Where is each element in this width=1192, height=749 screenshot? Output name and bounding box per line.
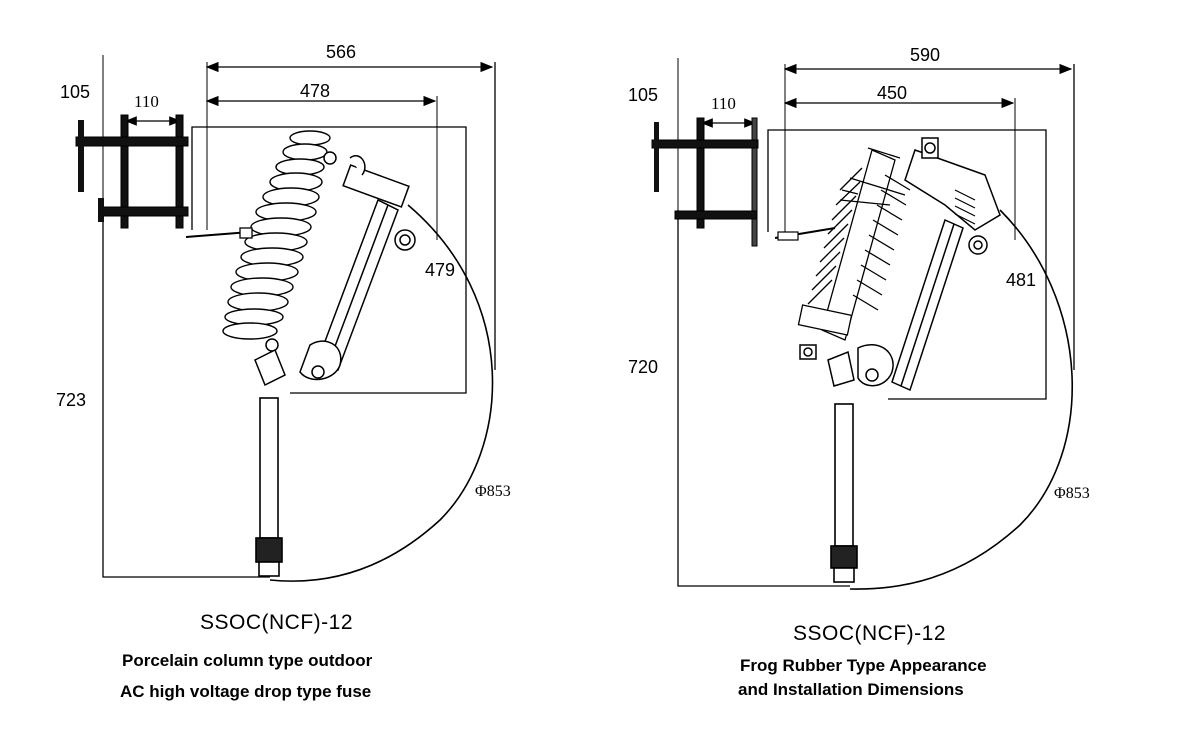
- right-caption-line-2: and Installation Dimensions: [738, 680, 964, 699]
- right-figure: 105 110 590 450 481 720 Φ853: [628, 45, 1090, 590]
- left-outline-frame: [102, 210, 270, 578]
- left-lead-wire: [185, 231, 251, 238]
- right-mounting-bracket: [651, 117, 759, 247]
- left-dim-566: 566: [326, 42, 356, 62]
- left-dim-478: 478: [300, 81, 330, 101]
- left-caption-line-2: AC high voltage drop type fuse: [120, 682, 372, 701]
- left-dim-723: 723: [56, 390, 86, 410]
- right-rubber-insulator: [797, 147, 911, 341]
- left-dim-479: 479: [425, 260, 455, 280]
- left-swing-arc: [269, 204, 494, 582]
- left-dim-105: 105: [60, 82, 90, 102]
- right-dim-450: 450: [877, 83, 907, 103]
- left-upper-frame: [191, 126, 467, 394]
- right-upper-frame: [767, 129, 1047, 400]
- left-model-title: SSOC(NCF)-12: [200, 611, 354, 634]
- right-model-title: SSOC(NCF)-12: [793, 622, 947, 645]
- right-dim-phi853: Φ853: [1054, 485, 1090, 502]
- left-dim-phi853: Φ853: [475, 483, 511, 500]
- right-dim-590: 590: [910, 45, 940, 65]
- right-swing-arc: [849, 209, 1073, 590]
- right-fuse-tube-assembly: [799, 137, 1001, 392]
- left-dropped-fuse-tube: [255, 397, 283, 577]
- left-caption-line-1: Porcelain column type outdoor: [122, 651, 373, 670]
- right-dim-720: 720: [628, 357, 658, 377]
- left-porcelain-insulator: [222, 130, 331, 340]
- left-fuse-tube-assembly: [254, 151, 416, 387]
- right-dim-481: 481: [1006, 270, 1036, 290]
- left-dim-110: 110: [134, 92, 159, 111]
- right-dropped-fuse-tube: [830, 403, 858, 583]
- right-caption-line-1: Frog Rubber Type Appearance: [740, 656, 987, 675]
- right-dim-110: 110: [711, 94, 736, 113]
- right-outline-frame: [677, 210, 850, 587]
- left-mounting-bracket: [75, 114, 189, 229]
- left-figure: 105 110 566 478 479 723 Φ853: [56, 42, 511, 582]
- right-dim-105: 105: [628, 85, 658, 105]
